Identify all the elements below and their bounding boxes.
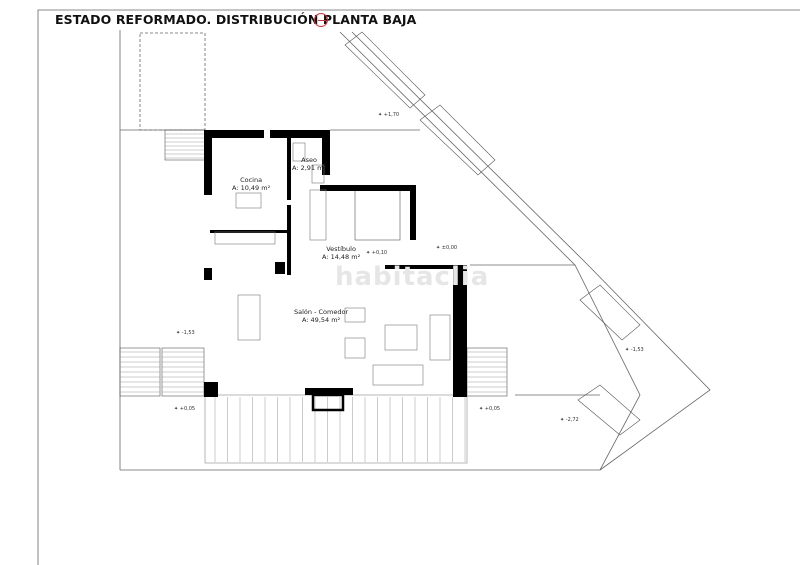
room-name: Vestíbulo	[326, 245, 356, 253]
walls	[204, 130, 467, 412]
level-mark: +1,70	[378, 112, 399, 118]
room-area: A: 2,91 m²	[292, 164, 327, 172]
stairs	[119, 31, 641, 436]
level-mark: +0,05	[479, 406, 500, 412]
room-name: Cocina	[240, 176, 263, 184]
plan-title: ESTADO REFORMADO. DISTRIBUCIÓN PLANTA BA…	[55, 12, 417, 27]
room-name: Aseo	[301, 156, 317, 164]
room-area: A: 10,49 m²	[232, 184, 271, 192]
room-label-vestibulo: Vestíbulo A: 14,48 m²	[322, 245, 360, 261]
room-label-cocina: Cocina A: 10,49 m²	[232, 176, 270, 192]
level-mark: ±0,00	[436, 245, 457, 251]
level-mark: -1,53	[176, 330, 195, 336]
room-label-aseo: Aseo A: 2,91 m²	[292, 156, 326, 172]
room-name: Salón - Comedor	[294, 308, 349, 316]
level-mark: -2,72	[560, 417, 579, 423]
room-area: A: 49,54 m²	[301, 316, 341, 324]
level-mark: +0,10	[366, 250, 387, 256]
room-label-salon: Salón - Comedor A: 49,54 m²	[294, 308, 348, 324]
room-area: A: 14,48 m²	[322, 253, 361, 261]
watermark: habitaclia	[335, 262, 490, 292]
furniture	[214, 142, 451, 386]
north-arrow-icon	[314, 13, 328, 27]
level-mark: -1,53	[625, 347, 644, 353]
level-mark: +0,05	[174, 406, 195, 412]
site-outline	[37, 9, 800, 565]
